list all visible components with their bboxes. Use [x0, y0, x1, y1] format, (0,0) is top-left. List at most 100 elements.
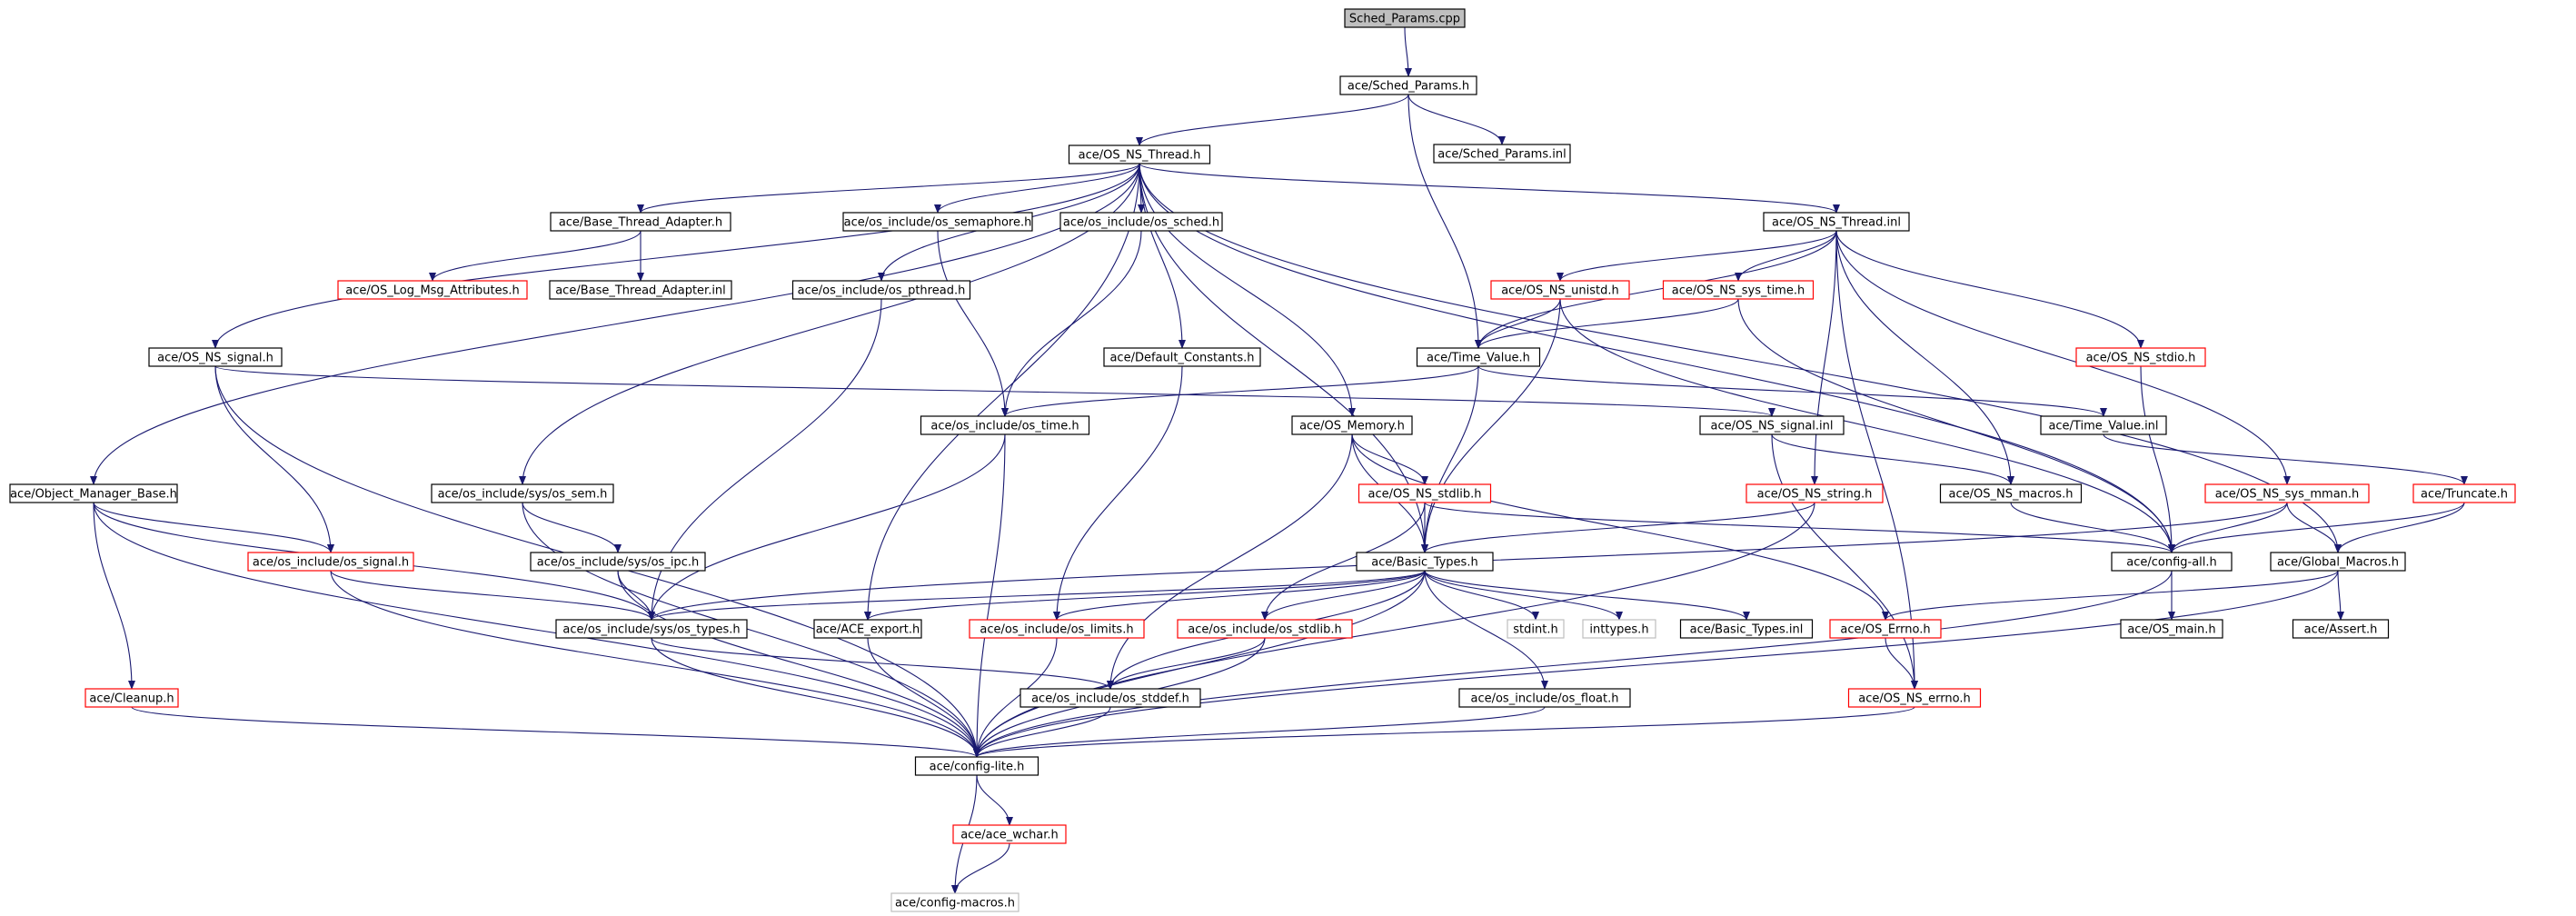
node-osnssystime[interactable]: ace/OS_NS_sys_time.h [1662, 280, 1815, 300]
node-basictypes_inl[interactable]: ace/Basic_Types.inl [1679, 619, 1814, 639]
node-cleanup[interactable]: ace/Cleanup.h [85, 688, 179, 708]
node-os_signal[interactable]: ace/os_include/os_signal.h [247, 552, 414, 572]
edge-arrow [973, 502, 1815, 758]
node-osnsstdio[interactable]: ace/OS_NS_stdio.h [2075, 347, 2206, 367]
edge-osnsthread_h-to-globalmacros [1139, 163, 2342, 553]
node-box [148, 347, 283, 367]
node-osnsstdlib[interactable]: ace/OS_NS_stdlib.h [1358, 483, 1492, 503]
edge-arrow [1811, 230, 1837, 485]
node-inttypes: inttypes.h [1582, 619, 1656, 639]
edge-arrow [617, 570, 980, 758]
node-aceassert[interactable]: ace/Assert.h [2292, 619, 2390, 639]
node-sched_h[interactable]: ace/Sched_Params.h [1339, 75, 1477, 95]
edge-arrow [1559, 298, 2175, 553]
node-os_stdlib[interactable]: ace/os_include/os_stdlib.h [1177, 619, 1353, 639]
node-os_limits[interactable]: ace/os_include/os_limits.h [969, 619, 1145, 639]
node-label: ace/OS_Log_Msg_Attributes.h [345, 284, 519, 298]
node-box [813, 619, 922, 639]
node-label: ace/ace_wchar.h [960, 829, 1059, 842]
edge-default_const-to-os_limits [1053, 365, 1183, 621]
edge-arrow [1835, 230, 2291, 485]
node-btadapter_inl[interactable]: ace/Base_Thread_Adapter.inl [549, 280, 732, 300]
node-configlite[interactable]: ace/config-lite.h [914, 756, 1039, 776]
edge-sched_h-to-osnsthread_h [1136, 94, 1409, 146]
node-box [890, 892, 1019, 912]
node-label: ace/os_include/sys/os_types.h [562, 623, 740, 637]
edge-arrow [1053, 365, 1183, 621]
node-os_stddef[interactable]: ace/os_include/os_stddef.h [1019, 688, 1201, 708]
edge-arrow [867, 637, 980, 758]
node-os_float[interactable]: ace/os_include/os_float.h [1458, 688, 1631, 708]
node-objmgrbase[interactable]: ace/Object_Manager_Base.h [9, 483, 178, 503]
node-sched_cpp[interactable]: Sched_Params.cpp [1344, 8, 1466, 28]
edge-arrow [973, 706, 1111, 758]
node-os_sched[interactable]: ace/os_include/os_sched.h [1059, 212, 1223, 232]
node-truncate[interactable]: ace/Truncate.h [2412, 483, 2516, 503]
edge-osmemory-to-oserrno [1351, 433, 1889, 621]
node-osnsthread_inl[interactable]: ace/OS_NS_Thread.inl [1763, 212, 1910, 232]
node-globalmacros[interactable]: ace/Global_Macros.h [2270, 552, 2406, 572]
node-timevalue_inl[interactable]: ace/Time_Value.inl [2040, 415, 2167, 435]
node-box [2412, 483, 2516, 503]
node-os_pthread[interactable]: ace/os_include/os_pthread.h [791, 280, 971, 300]
node-box [842, 212, 1033, 232]
node-box [1847, 688, 1982, 708]
node-sched_inl[interactable]: ace/Sched_Params.inl [1433, 144, 1571, 164]
node-oserrno[interactable]: ace/OS_Errno.h [1829, 619, 1942, 639]
node-osnsunistd[interactable]: ace/OS_NS_unistd.h [1490, 280, 1630, 300]
node-btadapter_h[interactable]: ace/Base_Thread_Adapter.h [550, 212, 731, 232]
node-osnsthread_h[interactable]: ace/OS_NS_Thread.h [1068, 144, 1211, 164]
edge-os_time-to-sys_os_types [648, 433, 1006, 621]
edge-arrow [2140, 365, 2175, 553]
edge-configall-to-configlite [973, 570, 2173, 758]
edge-timevalue_h-to-os_time [1001, 365, 1479, 417]
edge-osnsthread_h-to-osnssignal_h [212, 163, 1140, 349]
node-box [1763, 212, 1910, 232]
node-label: ace/os_include/os_signal.h [253, 556, 409, 570]
edge-osnssignal_h-to-os_signal [214, 365, 334, 553]
edge-osnsmacros-to-configall [2010, 502, 2175, 553]
node-sys_os_sem[interactable]: ace/os_include/sys/os_sem.h [431, 483, 614, 503]
edge-basictypes_h-to-os_limits [1053, 570, 1426, 621]
edge-arrow [1424, 570, 1548, 690]
edge-acewchar-to-configmacros [951, 842, 1010, 894]
node-box [2040, 415, 2167, 435]
edge-osnsstring-to-basictypes_h [1421, 502, 1815, 553]
node-timevalue_h[interactable]: ace/Time_Value.h [1416, 347, 1541, 367]
node-box [920, 415, 1090, 435]
node-default_const[interactable]: ace/Default_Constants.h [1103, 347, 1261, 367]
node-os_time[interactable]: ace/os_include/os_time.h [920, 415, 1090, 435]
node-osnsmacros[interactable]: ace/OS_NS_macros.h [1939, 483, 2083, 503]
node-acewchar[interactable]: ace/ace_wchar.h [952, 824, 1067, 844]
node-osmemory[interactable]: ace/OS_Memory.h [1291, 415, 1413, 435]
node-oslogmsg[interactable]: ace/OS_Log_Msg_Attributes.h [337, 280, 528, 300]
node-label: ace/OS_NS_signal.h [157, 352, 274, 365]
node-label: ace/OS_NS_Thread.inl [1772, 216, 1901, 230]
edge-timevalue_h-to-basictypes_h [1421, 365, 1479, 553]
node-osnsstring[interactable]: ace/OS_NS_string.h [1746, 483, 1884, 503]
node-label: ace/Time_Value.inl [2048, 420, 2158, 433]
node-configall[interactable]: ace/config-all.h [2111, 552, 2233, 572]
edge-osnsstring-to-configlite [973, 502, 1815, 758]
node-aceexport[interactable]: ace/ACE_export.h [813, 619, 922, 639]
edge-arrow [1136, 94, 1409, 146]
node-label: ace/OS_NS_macros.h [1949, 488, 2074, 502]
node-osmain[interactable]: ace/OS_main.h [2120, 619, 2223, 639]
edges-layer [90, 26, 2468, 894]
node-osnssignal_h[interactable]: ace/OS_NS_signal.h [148, 347, 283, 367]
edge-arrow [1139, 163, 1840, 214]
edge-sys_os_ipc-to-sys_os_types [617, 570, 655, 621]
edge-arrow [1107, 433, 1353, 690]
node-osnssignal_inl[interactable]: ace/OS_NS_signal.inl [1699, 415, 1845, 435]
edge-arrow [214, 365, 334, 553]
node-box [1490, 280, 1630, 300]
node-sys_os_ipc[interactable]: ace/os_include/sys/os_ipc.h [530, 552, 706, 572]
node-osnssysmman[interactable]: ace/OS_NS_sys_mman.h [2204, 483, 2370, 503]
node-osnserrno[interactable]: ace/OS_NS_errno.h [1847, 688, 1982, 708]
node-os_semaphore[interactable]: ace/os_include/os_semaphore.h [842, 212, 1033, 232]
node-sys_os_types[interactable]: ace/os_include/sys/os_types.h [555, 619, 748, 639]
node-label: ace/OS_NS_string.h [1757, 488, 1873, 502]
node-basictypes_h[interactable]: ace/Basic_Types.h [1356, 552, 1494, 572]
edge-arrow [934, 163, 1140, 214]
node-label: ace/Cleanup.h [89, 692, 174, 706]
